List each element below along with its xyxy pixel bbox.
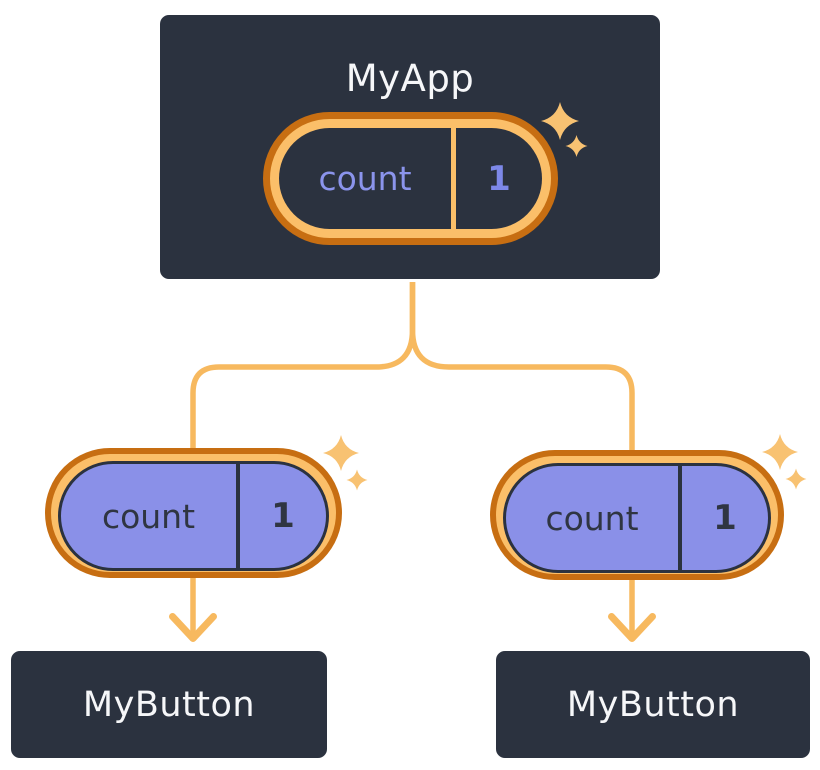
sparkle-big-left-icon xyxy=(323,435,359,471)
node-mybutton-left: MyButton xyxy=(8,648,330,761)
prop-pill-name: count xyxy=(101,496,196,536)
state-pill-value: 1 xyxy=(487,158,511,199)
state-pill-myapp: count 1 xyxy=(263,112,558,245)
state-pill-name: count xyxy=(318,159,412,198)
node-mybutton-right-label: MyButton xyxy=(566,684,740,725)
node-mybutton-right: MyButton xyxy=(493,648,813,761)
arrowhead-right-icon xyxy=(608,613,656,642)
prop-pill-value: 1 xyxy=(271,496,295,536)
prop-pill-right: count 1 xyxy=(490,450,784,580)
prop-pill-value: 1 xyxy=(713,498,737,538)
prop-pill-left: count 1 xyxy=(45,448,342,578)
arrowhead-left-icon xyxy=(169,613,217,642)
prop-pill-divider xyxy=(678,466,682,570)
node-mybutton-left-label: MyButton xyxy=(82,684,256,725)
state-pill-myapp-inner: count 1 xyxy=(279,128,542,229)
prop-pill-right-inner: count 1 xyxy=(503,463,771,573)
prop-pill-name: count xyxy=(545,498,639,538)
prop-pill-left-inner: count 1 xyxy=(58,461,329,571)
sparkle-small-left-icon xyxy=(346,469,368,491)
sparkle-big-right-icon xyxy=(762,434,798,470)
state-pill-divider xyxy=(451,128,456,229)
sparkle-small-right-icon xyxy=(785,468,807,490)
node-myapp-label: MyApp xyxy=(345,57,475,100)
